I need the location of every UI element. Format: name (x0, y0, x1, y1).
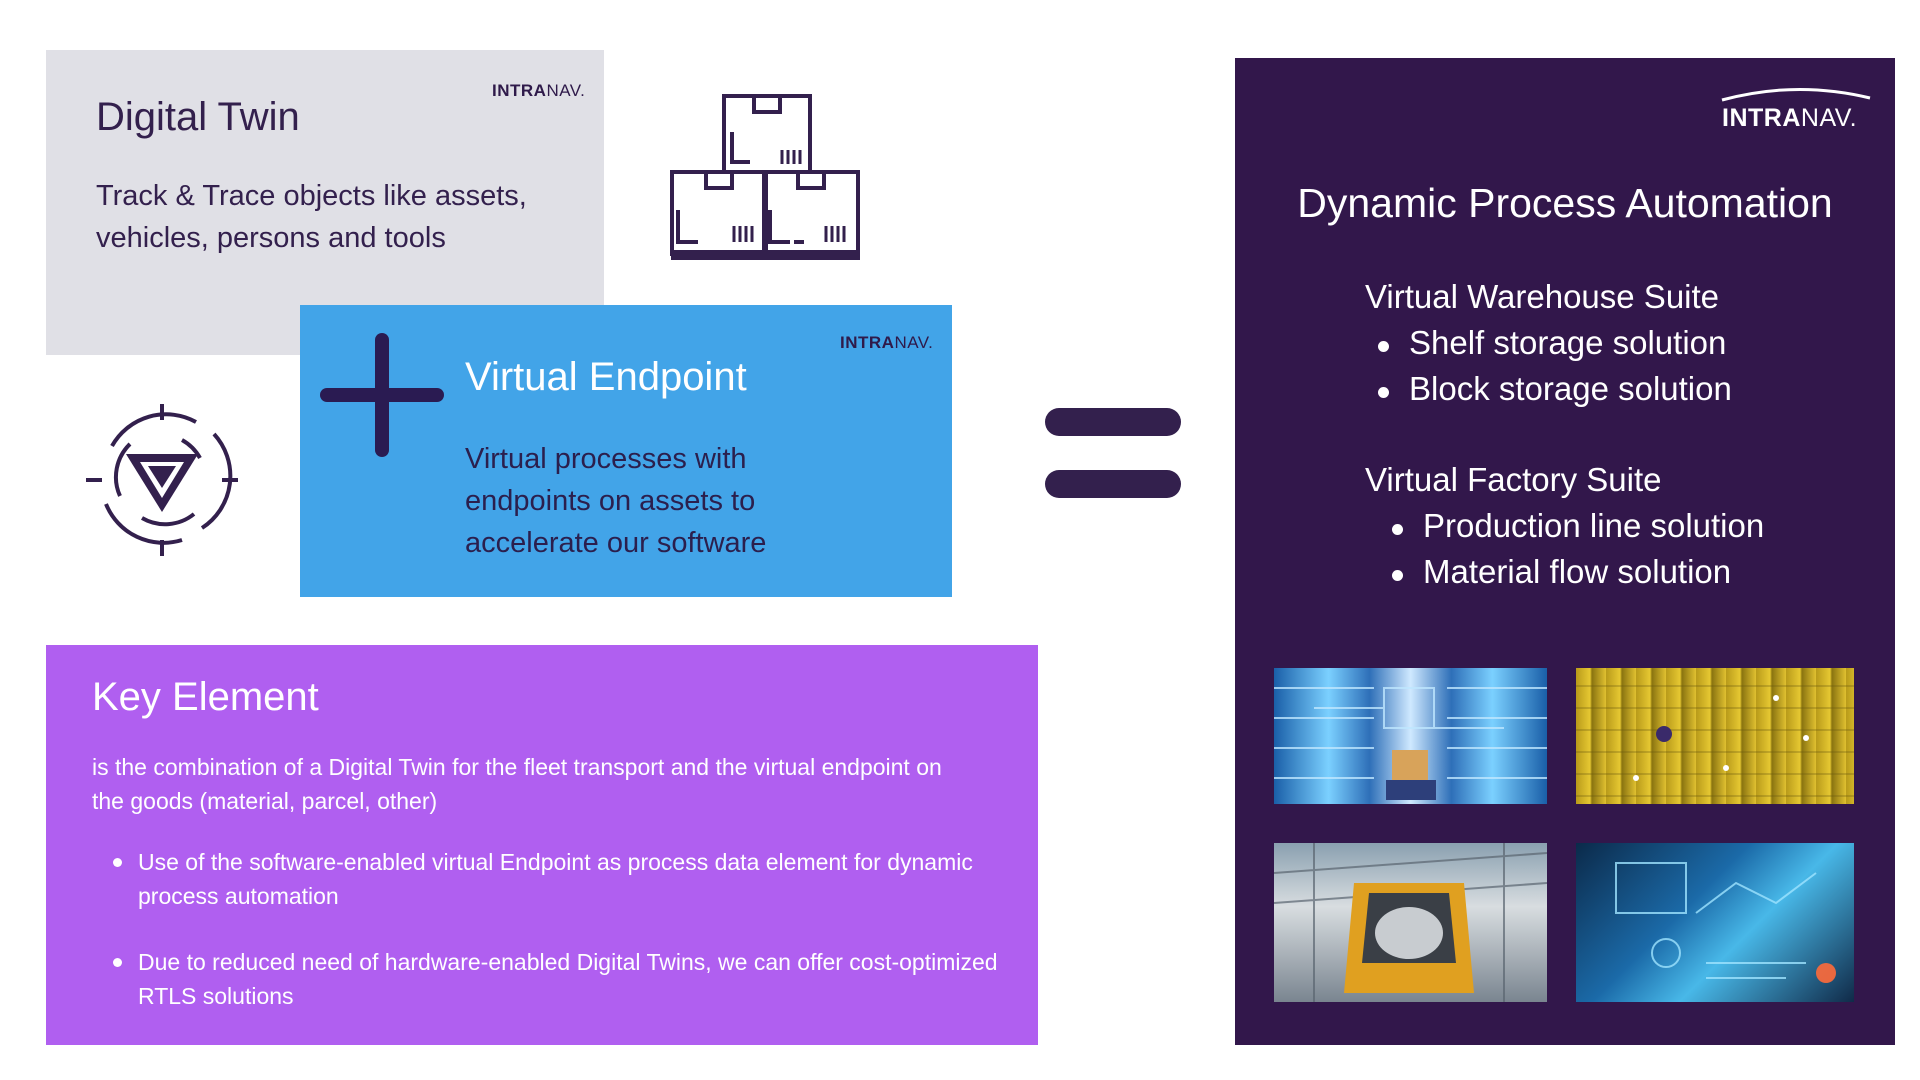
virtual-endpoint-description: Virtual processes with endpoints on asse… (465, 443, 767, 559)
plus-icon (320, 333, 444, 457)
warehouse-shelves-image (1274, 668, 1547, 804)
material-flow-image (1576, 843, 1854, 1002)
bullet-dot (113, 958, 122, 967)
factory-suite-title: Virtual Factory Suite (1365, 461, 1662, 498)
dpa-title: Dynamic Process Automation (1297, 180, 1833, 226)
bullet-dot (1392, 570, 1403, 581)
virtual-endpoint-title: Virtual Endpoint (465, 355, 747, 399)
digital-twin-card (46, 50, 604, 355)
key-element-title: Key Element (92, 675, 319, 719)
suite-item: Production line solution (1423, 507, 1765, 544)
intranav-logo: INTRANAV. (492, 81, 586, 100)
key-element-bullet: Due to reduced need of hardware-enabled … (138, 949, 998, 1009)
bullet-dot (1378, 341, 1389, 352)
digital-twin-title: Digital Twin (96, 95, 300, 139)
target-triangle-icon (86, 404, 238, 556)
key-element-intro: is the combination of a Digital Twin for… (92, 754, 942, 814)
equals-icon (1045, 408, 1181, 498)
digital-twin-description: Track & Trace objects like assets, vehic… (96, 180, 527, 254)
bullet-dot (1392, 524, 1403, 535)
production-line-image (1274, 843, 1547, 1002)
bullet-dot (113, 858, 122, 867)
suite-item: Material flow solution (1423, 553, 1732, 590)
warehouse-suite-title: Virtual Warehouse Suite (1365, 278, 1720, 315)
virtual-endpoint-card (300, 305, 952, 597)
logo-swoosh (1721, 87, 1871, 102)
key-element-bullet: Use of the software-enabled virtual Endp… (138, 849, 973, 909)
key-element-card (46, 645, 1038, 1045)
boxes-icon (670, 94, 860, 260)
block-storage-image (1576, 668, 1854, 804)
suite-item: Block storage solution (1409, 370, 1732, 407)
intranav-logo: INTRANAV. (1722, 104, 1858, 132)
suite-item: Shelf storage solution (1409, 324, 1727, 361)
intranav-logo: INTRANAV. (840, 333, 934, 352)
bullet-dot (1378, 387, 1389, 398)
